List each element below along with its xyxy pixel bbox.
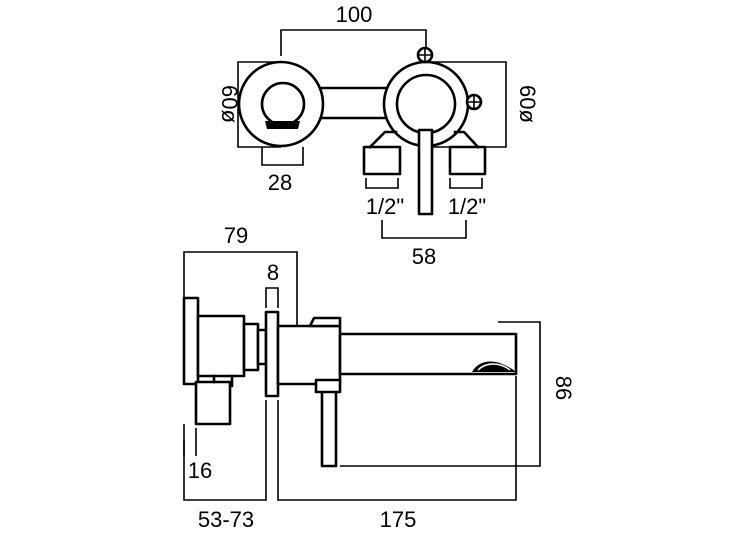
left-valve-stem: [260, 81, 306, 127]
valve-body-neck: [242, 322, 260, 372]
thread-spacing-label: 58: [412, 244, 436, 269]
lever-collar: [314, 378, 342, 394]
wall-range-label: 53-73: [198, 507, 254, 532]
right-thread-label: 1/2": [448, 194, 486, 219]
right-thread-leader: [449, 178, 483, 189]
projection-dimension-line: [277, 376, 517, 501]
valve-inlet-step: [212, 374, 234, 388]
side-lever-handle: [320, 382, 338, 468]
right-diameter-label: 60ø: [515, 85, 540, 123]
side-view: 79 8 86 16 53-73 175: [182, 223, 576, 532]
right-inlet-elbow: [453, 130, 480, 149]
left-stem-flat: [265, 121, 300, 129]
left-thread-leader: [365, 178, 399, 189]
overall-depth-dimension-line: [183, 251, 298, 326]
thread-spacing-dimension-line: [381, 220, 467, 239]
valve-body-rear: [182, 296, 200, 386]
height-dimension-line: [340, 321, 541, 467]
right-inlet-connector: [448, 145, 487, 176]
stem-width-dimension-line: [261, 147, 304, 166]
width-dimension-label: 100: [336, 2, 373, 27]
fixing-depth-label: 16: [188, 458, 212, 483]
valve-inlet-block: [194, 380, 232, 426]
spout-outlet: [472, 361, 516, 372]
left-thread-label: 1/2": [366, 194, 404, 219]
lever-handle: [417, 128, 434, 216]
wall-plate: [264, 310, 280, 398]
width-dimension-line: [280, 29, 427, 56]
right-valve-inner: [395, 73, 457, 135]
wall-range-dimension-line: [183, 400, 267, 501]
height-dimension-label: 86: [551, 376, 576, 400]
overall-depth-label: 79: [224, 223, 248, 248]
spout-top-rise: [308, 316, 342, 328]
fixing-depth-dimension-line: [183, 424, 197, 456]
left-inlet-elbow: [368, 130, 398, 149]
plate-thickness-label: 8: [267, 260, 279, 285]
connecting-bar: [316, 86, 394, 120]
top-view: 100 60ø 60ø 28: [217, 2, 540, 269]
left-inlet-connector: [362, 145, 402, 176]
spout-outlet-inner: [477, 363, 511, 371]
valve-body-cartridge: [196, 314, 246, 378]
top-screw-icon: [416, 46, 434, 64]
projection-label: 175: [380, 507, 417, 532]
spout-arm: [338, 332, 518, 376]
side-screw-icon: [465, 93, 483, 111]
spout-base: [276, 324, 342, 386]
stem-width-label: 28: [268, 170, 292, 195]
plate-thickness-dimension-line: [265, 287, 279, 308]
